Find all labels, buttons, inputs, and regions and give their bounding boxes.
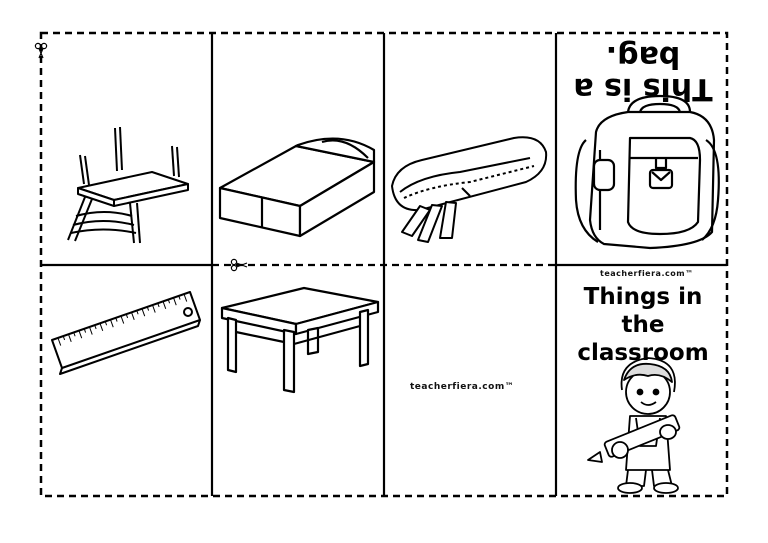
pencil-case-icon (391, 136, 548, 243)
scissors-icon (34, 42, 48, 59)
ruler-tick (73, 332, 76, 337)
ruler-tick (183, 293, 188, 302)
booklet-title: Things in the classroom (558, 283, 728, 367)
title-line-2: the (621, 312, 665, 338)
ruler-tick (62, 335, 66, 341)
ruler-tick (136, 310, 139, 315)
ruler-tick (157, 302, 160, 308)
ruler-tick (167, 299, 171, 304)
school-bag-icon (574, 94, 720, 250)
title-line-1: Things in (583, 284, 703, 310)
ruler-tick (94, 324, 97, 330)
ruler-tick (173, 297, 177, 306)
brand-label-blank: teacherfiera.com™ (410, 382, 515, 392)
ruler-tick (178, 295, 181, 300)
table-icon (220, 286, 380, 394)
title-line-3: classroom (577, 340, 709, 366)
ruler-tick (104, 321, 108, 326)
ruler-tick (131, 312, 135, 321)
ruler-ticks (57, 293, 188, 346)
ruler-tick (83, 328, 87, 333)
ruler-tick (115, 317, 118, 322)
scissors-icon (230, 258, 248, 272)
ruler-tick (162, 301, 167, 310)
upside-down-sentence: This is a bag. (573, 39, 713, 106)
ruler-tick (110, 319, 114, 328)
brand-label-bag: teacherfiera.com™ (600, 269, 694, 278)
ruler-tick (68, 334, 72, 343)
ruler-tick (125, 313, 129, 319)
ruler-tick (99, 323, 104, 332)
ruler-tick (89, 326, 93, 335)
chair-icon (67, 126, 189, 244)
ruler-icon (51, 291, 201, 375)
ruler-tick (120, 315, 125, 324)
ruler-tick (57, 337, 62, 346)
ruler-tick (78, 330, 83, 339)
eraser-icon (218, 137, 376, 238)
ruler-tick (146, 306, 150, 311)
ruler-tick (152, 304, 156, 313)
ruler-tick (141, 308, 146, 317)
boy-with-pencil-icon (587, 357, 681, 494)
